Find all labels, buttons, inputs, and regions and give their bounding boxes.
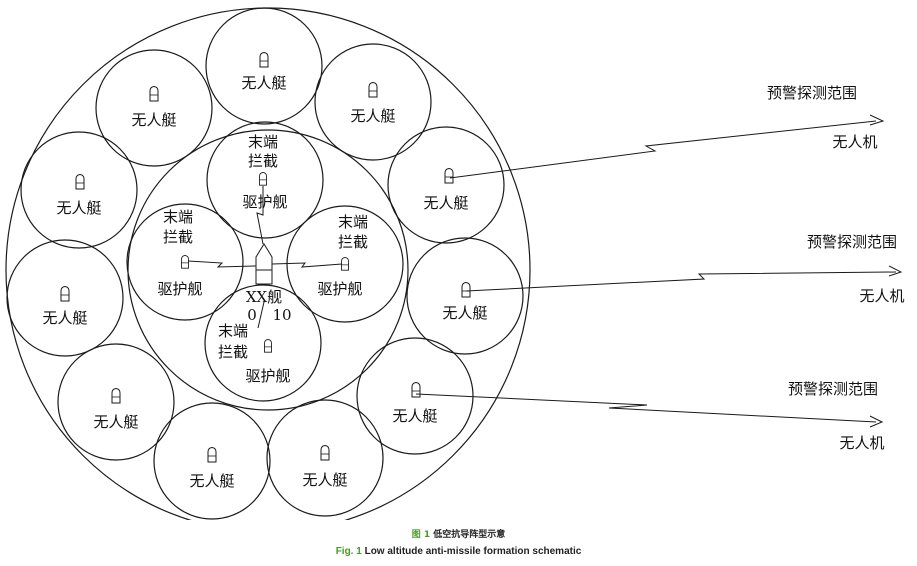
usv-node-11: 无人艇	[266, 399, 384, 517]
usv-label: 无人艇	[93, 413, 138, 431]
boat-icon	[320, 445, 330, 461]
uav-label: 无人机	[859, 287, 904, 305]
usv-label: 无人艇	[56, 199, 101, 217]
usv-label: 无人艇	[350, 107, 395, 125]
terminal-label-2: 拦截	[248, 152, 278, 170]
usv-node-10: 无人艇	[153, 402, 271, 520]
boat-icon	[264, 339, 272, 353]
scale-bar-line	[257, 301, 265, 329]
usv-label: 无人艇	[131, 111, 176, 129]
escort-node-top: 末端 拦截 驱护舰	[206, 121, 324, 239]
terminal-label-1: 末端	[163, 208, 193, 226]
escort-label: 驱护舰	[242, 193, 287, 211]
figure-title-en: Low altitude anti-missile formation sche…	[364, 546, 582, 557]
uav-link-1: 预警探测范围 无人机	[449, 84, 885, 179]
figure-title-cn: 低空抗导阵型示意	[433, 530, 506, 540]
warning-range-label: 预警探测范围	[788, 380, 878, 398]
boat-icon	[60, 286, 70, 302]
usv-label: 无人艇	[302, 471, 347, 489]
uav-arrow-icon	[869, 415, 884, 428]
terminal-label-2: 拦截	[163, 228, 193, 246]
usv-node-9: 无人艇	[356, 337, 474, 455]
boat-icon	[368, 82, 378, 98]
boat-icon	[149, 86, 159, 102]
formation-diagram: 无人艇 无人艇 无人艇 无人艇 无人艇 无人艇 无人艇 无人艇 无人艇	[5, 7, 905, 520]
usv-node-5: 无人艇	[387, 126, 505, 244]
boat-icon	[259, 172, 267, 186]
usv-node-6: 无人艇	[6, 239, 124, 357]
boat-icon	[411, 382, 421, 398]
terminal-label-2: 拦截	[338, 233, 368, 251]
usv-label: 无人艇	[392, 407, 437, 425]
terminal-label-2: 拦截	[218, 343, 248, 361]
main-ship: XX舰 0 10	[187, 186, 343, 329]
boat-icon	[259, 52, 269, 68]
terminal-label-1: 末端	[338, 213, 368, 231]
boat-icon	[444, 168, 454, 184]
boat-icon	[461, 282, 471, 298]
link-line-right	[271, 262, 343, 268]
figure-number-cn: 图 1	[411, 530, 431, 540]
usv-node-2: 无人艇	[95, 49, 213, 167]
usv-node-4: 无人艇	[20, 131, 138, 249]
link-line-top	[256, 186, 264, 245]
boat-icon	[341, 257, 349, 271]
terminal-label-1: 末端	[248, 133, 278, 151]
escort-label: 驱护舰	[317, 280, 362, 298]
warning-range-label: 预警探测范围	[767, 84, 857, 102]
figure-caption-en: Fig. 1 Low altitude anti-missile formati…	[0, 546, 917, 557]
usv-node-3: 无人艇	[314, 43, 432, 161]
usv-label: 无人艇	[442, 304, 487, 322]
usv-label: 无人艇	[189, 472, 234, 490]
uav-label: 无人机	[839, 434, 884, 452]
uav-arrow-icon	[888, 265, 903, 277]
escort-label: 驱护舰	[245, 367, 290, 385]
escort-node-bottom: 末端 拦截 驱护舰	[204, 284, 322, 402]
scale-ten: 10	[272, 306, 291, 324]
usv-label: 无人艇	[423, 194, 468, 212]
terminal-label-1: 末端	[218, 322, 248, 340]
uav-label: 无人机	[832, 133, 877, 151]
usv-node-8: 无人艇	[57, 343, 175, 461]
figure-number-en: Fig. 1	[335, 546, 362, 557]
warning-range-label: 预警探测范围	[807, 233, 897, 251]
escort-node-left: 末端 拦截 驱护舰	[126, 203, 244, 321]
usv-node-7: 无人艇	[406, 237, 524, 355]
figure-caption-cn: 图 1 低空抗导阵型示意	[0, 527, 917, 540]
uav-link-3: 预警探测范围 无人机	[415, 380, 885, 452]
uav-link-2: 预警探测范围 无人机	[465, 233, 905, 305]
boat-icon	[75, 174, 85, 190]
usv-label: 无人艇	[42, 309, 87, 327]
boat-icon	[207, 447, 217, 463]
main-ship-label: XX舰	[246, 288, 282, 306]
usv-node-1: 无人艇	[205, 7, 323, 125]
scale-zero: 0	[247, 306, 257, 324]
link-line-left	[187, 260, 257, 268]
boat-icon	[111, 388, 121, 404]
uav-arrow-icon	[869, 114, 885, 126]
escort-node-right: 末端 拦截 驱护舰	[286, 205, 404, 323]
escort-label: 驱护舰	[157, 280, 202, 298]
boat-icon	[181, 255, 189, 269]
usv-label: 无人艇	[241, 74, 286, 92]
